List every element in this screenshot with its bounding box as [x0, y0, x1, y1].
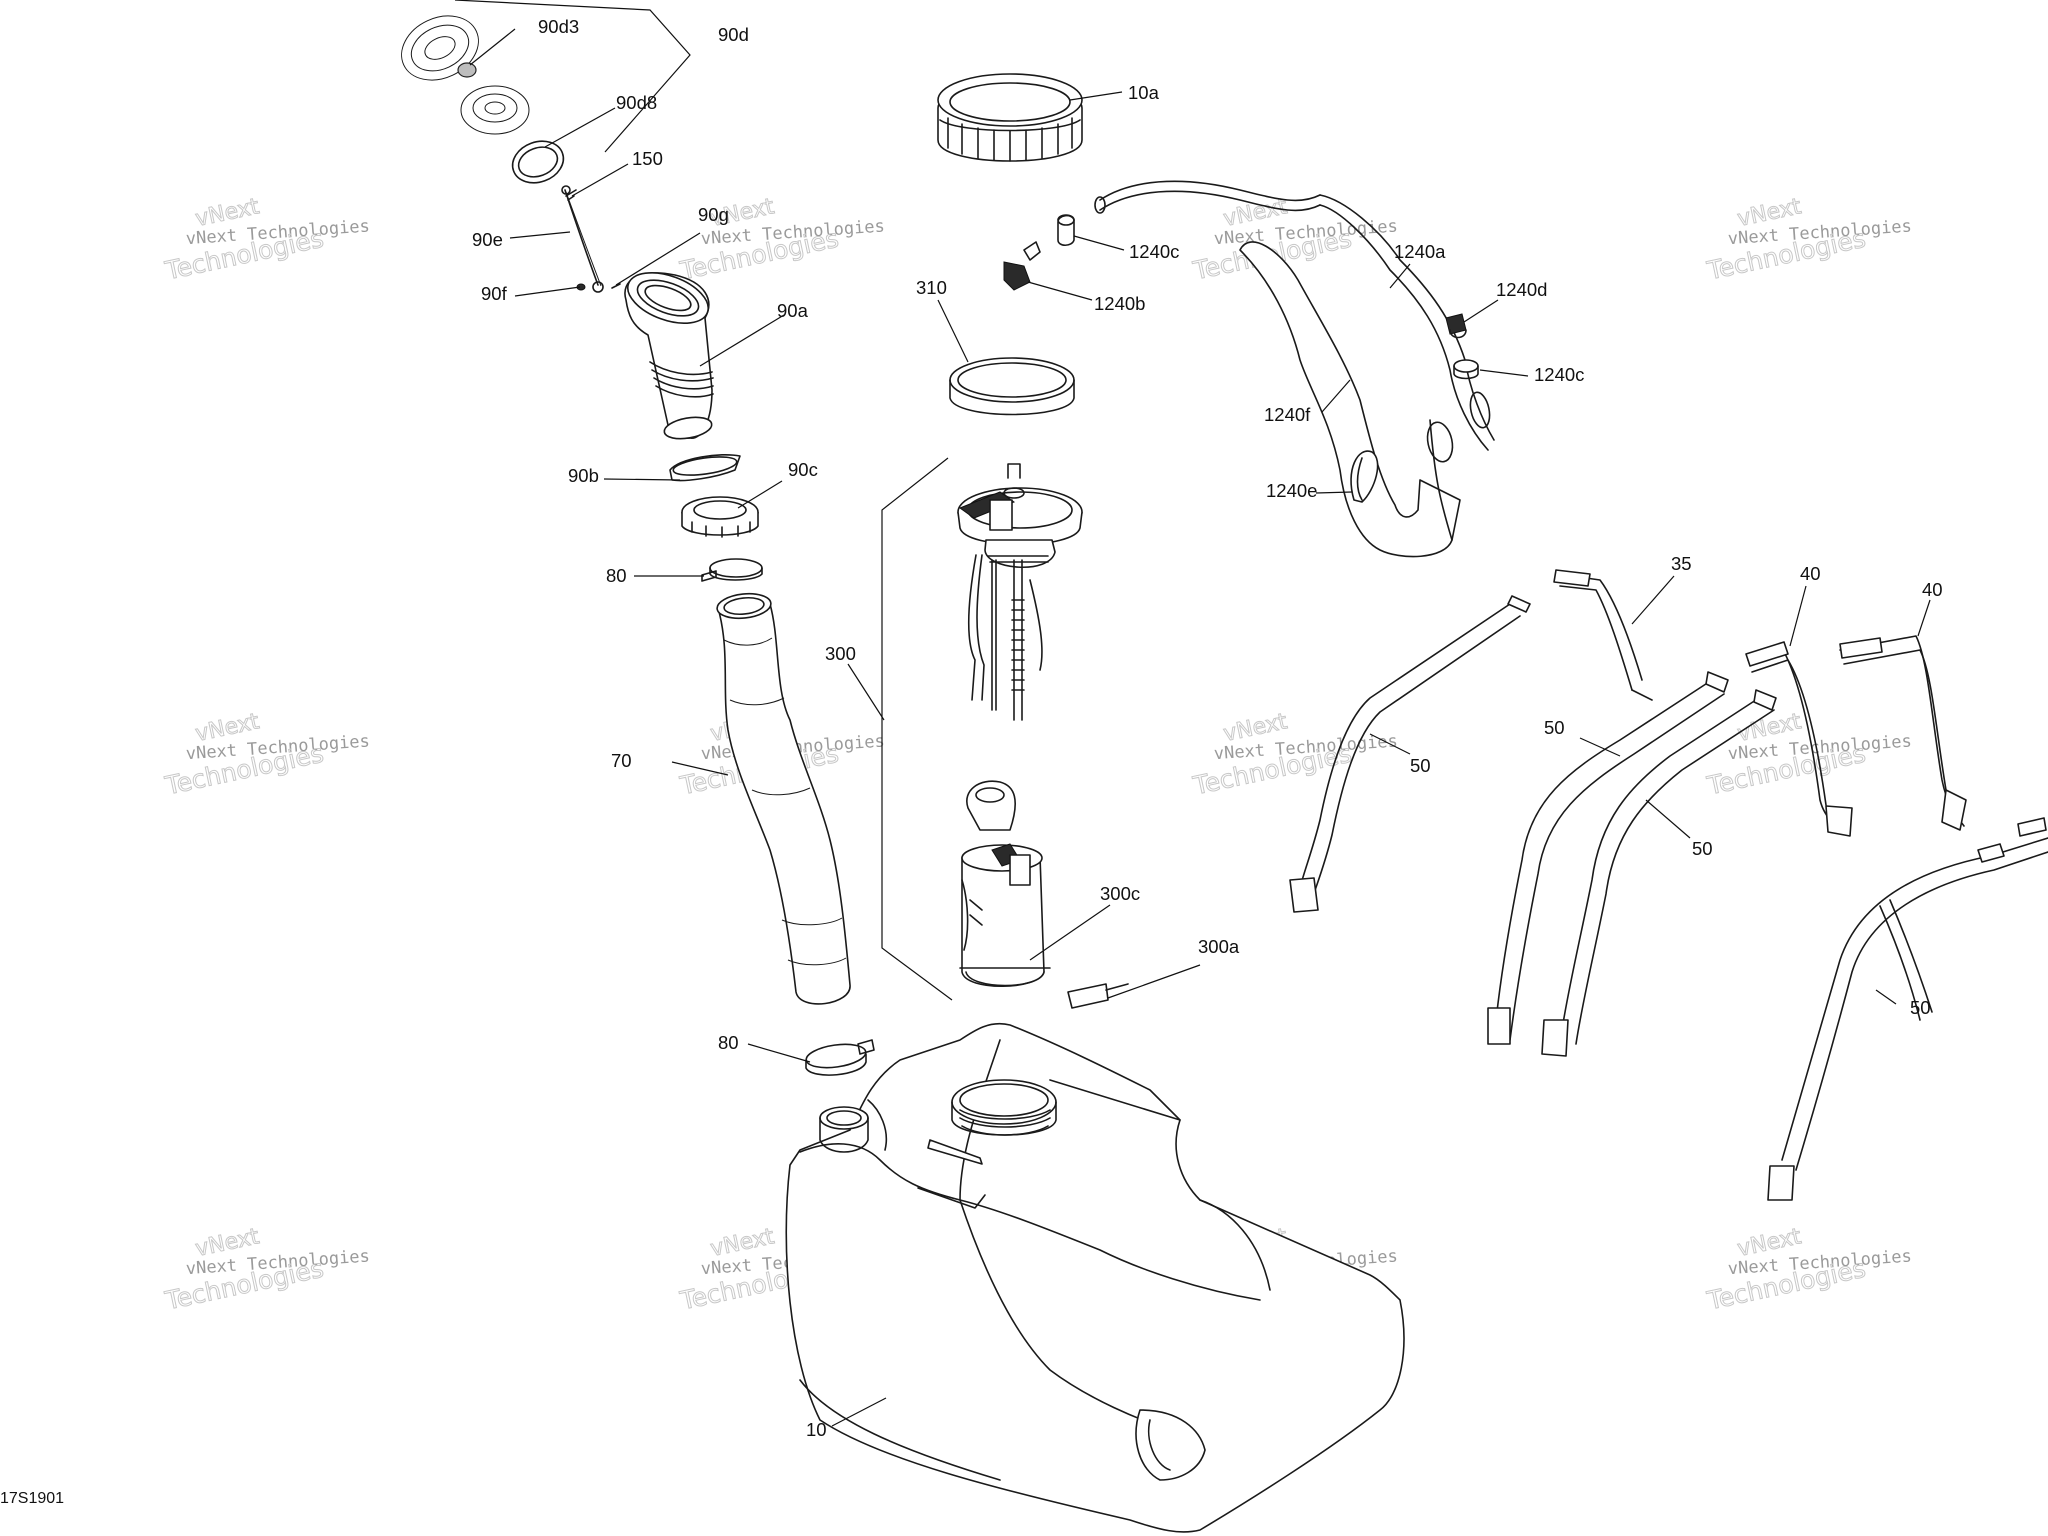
clamp-part-80-bottom[interactable] [805, 1039, 875, 1076]
callout-10a[interactable]: 10a [1128, 82, 1160, 103]
callout-1240e[interactable]: 1240e [1266, 480, 1317, 501]
callout-90b[interactable]: 90b [568, 465, 599, 486]
screw-part-90g[interactable] [611, 283, 621, 289]
filter-part-300a[interactable] [1067, 983, 1129, 1009]
callout-1240c[interactable]: 1240c [1129, 241, 1179, 262]
cap-part-1240c-right[interactable] [1453, 359, 1479, 380]
lock-ring-part-10a[interactable] [937, 73, 1083, 162]
callout-300c[interactable]: 300c [1100, 883, 1140, 904]
cap-part-1240c[interactable] [1057, 214, 1075, 247]
vent-hose-part-1240f[interactable] [1239, 241, 1493, 558]
tether-part-90e[interactable] [561, 185, 604, 293]
callout-40-right[interactable]: 40 [1922, 579, 1943, 600]
callout-90g[interactable]: 90g [698, 204, 729, 225]
fuel-pump-module-part-300[interactable] [957, 463, 1083, 721]
seal-part-310[interactable] [949, 357, 1075, 416]
watermark: vNext vNext Technologies Technologies [676, 194, 885, 286]
vent-hose-part-1240a[interactable] [1094, 180, 1495, 451]
callout-50-center[interactable]: 50 [1544, 717, 1565, 738]
callout-300[interactable]: 300 [825, 643, 856, 664]
leader-lines [454, 0, 1931, 1427]
filler-neck-part-90a[interactable] [621, 263, 715, 442]
callout-1240c-right[interactable]: 1240c [1534, 364, 1584, 385]
clamp-part-80-top[interactable] [701, 558, 763, 582]
seal-part-90b[interactable] [669, 453, 741, 482]
callout-310[interactable]: 310 [916, 277, 947, 298]
pump-body-part[interactable] [959, 780, 1051, 987]
nut-part-90c[interactable] [681, 496, 759, 538]
callout-10[interactable]: 10 [806, 1419, 827, 1440]
filler-hose-part-70[interactable] [716, 591, 851, 1005]
callout-90d8[interactable]: 90d8 [616, 92, 657, 113]
callout-70[interactable]: 70 [611, 750, 632, 771]
cap-gasket-part-90d8[interactable] [507, 134, 570, 189]
strap-part-40-middle[interactable] [1745, 641, 1853, 837]
diagram-id: 17S1901 [0, 1490, 64, 1507]
callout-90d[interactable]: 90d [718, 24, 749, 45]
callout-50-center-lower[interactable]: 50 [1692, 838, 1713, 859]
callout-50-right[interactable]: 50 [1910, 997, 1931, 1018]
strap-part-35[interactable] [1553, 569, 1653, 701]
callout-90c[interactable]: 90c [788, 459, 818, 480]
callout-labels: 90d3 90d 90d8 150 90g 90e 90f 90a 90b 90… [472, 16, 1943, 1440]
strap-part-1240e[interactable] [1350, 450, 1379, 503]
watermark: vNext vNext Technologies Technologies [161, 709, 370, 801]
callout-50[interactable]: 50 [1410, 755, 1431, 776]
connector-part-1240b[interactable] [1003, 241, 1041, 291]
watermark: vNext vNext Technologies Technologies [161, 194, 370, 286]
strap-part-40-right[interactable] [1839, 635, 1967, 831]
callout-150[interactable]: 150 [632, 148, 663, 169]
callout-1240f[interactable]: 1240f [1264, 404, 1311, 425]
fuel-tank-part-10[interactable] [785, 1022, 1405, 1533]
callout-90a[interactable]: 90a [777, 300, 809, 321]
callout-90f[interactable]: 90f [481, 283, 508, 304]
callout-35[interactable]: 35 [1671, 553, 1692, 574]
callout-300a[interactable]: 300a [1198, 936, 1240, 957]
strap-part-50-center-a[interactable] [1487, 671, 1729, 1045]
strap-part-50-left[interactable] [1289, 595, 1531, 913]
callout-1240d[interactable]: 1240d [1496, 279, 1547, 300]
valve-part-1240d[interactable] [1445, 313, 1467, 339]
callout-1240b[interactable]: 1240b [1094, 293, 1145, 314]
cap-plug-part-90d3[interactable] [457, 62, 477, 78]
fuel-cap-part[interactable] [391, 4, 489, 92]
strap-part-50-center-b[interactable] [1541, 689, 1777, 1057]
watermark: vNext vNext Technologies Technologies [1189, 709, 1398, 801]
watermark: vNext vNext Technologies Technologies [1189, 194, 1398, 286]
watermark: vNext vNext Technologies Technologies [1703, 194, 1912, 286]
watermark: vNext vNext Technologies Technologies [161, 1224, 370, 1316]
callout-80-lower[interactable]: 80 [718, 1032, 739, 1053]
callout-40[interactable]: 40 [1800, 563, 1821, 584]
callout-1240a[interactable]: 1240a [1394, 241, 1446, 262]
callout-90e[interactable]: 90e [472, 229, 503, 250]
callout-80[interactable]: 80 [606, 565, 627, 586]
watermark: vNext vNext Technologies Technologies [1703, 1224, 1912, 1316]
callout-90d3[interactable]: 90d3 [538, 16, 579, 37]
strap-part-50-right[interactable] [1767, 817, 2048, 1201]
cap-insert-part[interactable] [460, 85, 530, 135]
